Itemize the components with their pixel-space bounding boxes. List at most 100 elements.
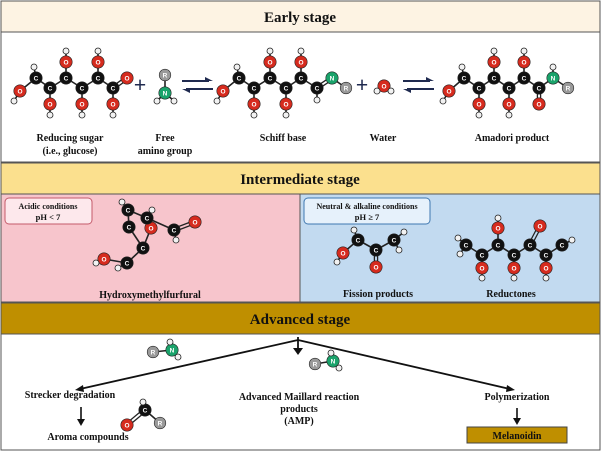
oxygen-atom-label: O	[537, 223, 542, 230]
carbon-atom-label: C	[492, 75, 497, 82]
nitrogen-atom	[546, 71, 560, 85]
hydrogen-atom	[327, 349, 335, 357]
oxygen-atom	[263, 55, 277, 69]
carbon-atom	[491, 238, 505, 252]
r-group-atom-label: R	[313, 361, 318, 368]
carbon-atom-label: C	[237, 75, 242, 82]
hydrogen-atom	[172, 236, 180, 244]
acidic-conditions-box	[4, 197, 93, 225]
hydrogen-atom	[335, 364, 343, 372]
carbon-atom	[475, 248, 489, 262]
nitrogen-atom	[158, 86, 172, 100]
schiff-base-label: Schiff base	[260, 133, 307, 144]
oxygen-atom	[106, 97, 120, 111]
carbon-atom	[232, 71, 246, 85]
carbon-atom	[122, 220, 136, 234]
nitrogen-atom-label: N	[330, 75, 335, 82]
carbon-atom	[532, 81, 546, 95]
carbon-atom	[91, 71, 105, 85]
oxygen-atom	[59, 55, 73, 69]
carbon-atom-label: C	[96, 75, 101, 82]
carbon-atom	[167, 223, 181, 237]
strecker-degradation-label: Strecker degradation	[25, 390, 116, 401]
carbon-atom-label: C	[111, 85, 116, 92]
oxygen-atom	[539, 261, 553, 275]
carbon-atom-label: C	[284, 85, 289, 92]
carbon-atom-label: C	[127, 224, 132, 231]
reducing-sugar-label: Reducing sugar	[37, 133, 105, 144]
hydrogen-atom	[297, 47, 305, 55]
carbon-atom	[459, 238, 473, 252]
r-group-atom-label: R	[158, 420, 163, 427]
hydrogen-atom	[170, 97, 178, 105]
oxygen-atom	[377, 79, 391, 93]
oxygen-atom	[91, 55, 105, 69]
hydrogen-atom	[456, 250, 464, 258]
hydrogen-atom	[10, 97, 18, 105]
plus-sign-2: +	[356, 72, 369, 97]
hydrogen-atom	[30, 63, 38, 71]
carbon-atom	[523, 238, 537, 252]
hydrogen-atom	[458, 63, 466, 71]
oxygen-atom	[533, 219, 547, 233]
carbon-atom	[539, 248, 553, 262]
oxygen-atom	[13, 84, 27, 98]
hydrogen-atom	[568, 236, 576, 244]
oxygen-atom-label: O	[192, 219, 197, 226]
hydrogen-atom	[109, 111, 117, 119]
hydrogen-atom	[387, 87, 395, 95]
oxygen-atom-label: O	[110, 101, 115, 108]
carbon-atom-label: C	[544, 252, 549, 259]
intermediate-stage-title: Intermediate stage	[240, 172, 360, 188]
carbon-atom	[555, 238, 569, 252]
carbon-atom-label: C	[268, 75, 273, 82]
oxygen-atom-label: O	[543, 265, 548, 272]
oxygen-atom	[369, 260, 383, 274]
carbon-atom-label: C	[537, 85, 542, 92]
hydrogen-atom	[373, 87, 381, 95]
oxygen-atom	[532, 97, 546, 111]
oxygen-atom	[487, 55, 501, 69]
carbon-atom	[507, 248, 521, 262]
carbon-atom	[263, 71, 277, 85]
reducing-sugar-example-label: (i.e., glucose)	[43, 146, 98, 157]
carbon-atom-label: C	[172, 227, 177, 234]
strecker-aldehyde-molecule: OCR	[120, 398, 167, 432]
carbon-atom	[29, 71, 43, 85]
hydrogen-atom	[520, 47, 528, 55]
equilibrium-arrow-1	[182, 77, 213, 93]
hydrogen-atom	[333, 258, 341, 266]
nitrogen-atom-label: N	[163, 90, 168, 97]
carbon-atom-label: C	[480, 252, 485, 259]
oxygen-atom	[442, 84, 456, 98]
water-molecule: O	[373, 79, 395, 95]
oxygen-atom-label: O	[251, 101, 256, 108]
hydrogen-atom	[266, 47, 274, 55]
hydrogen-atom	[395, 246, 403, 254]
hydrogen-atom	[478, 274, 486, 282]
carbon-atom	[517, 71, 531, 85]
water-label: Water	[370, 133, 397, 144]
oxygen-atom	[43, 97, 57, 111]
carbon-atom	[43, 81, 57, 95]
carbon-atom-label: C	[462, 75, 467, 82]
oxygen-atom-label: O	[373, 264, 378, 271]
hydrogen-atom	[350, 226, 358, 234]
r-group-atom	[153, 416, 167, 430]
hydrogen-atom	[490, 47, 498, 55]
carbon-atom	[457, 71, 471, 85]
carbon-atom	[502, 81, 516, 95]
hydrogen-atom	[46, 111, 54, 119]
carbon-atom	[120, 256, 134, 270]
hydrogen-atom	[542, 274, 550, 282]
hydrogen-atom	[118, 198, 126, 206]
carbon-atom	[294, 71, 308, 85]
r-group-atom-label: R	[566, 85, 571, 92]
nitrogen-atom	[325, 71, 339, 85]
carbon-atom-label: C	[464, 242, 469, 249]
carbon-atom	[351, 233, 365, 247]
